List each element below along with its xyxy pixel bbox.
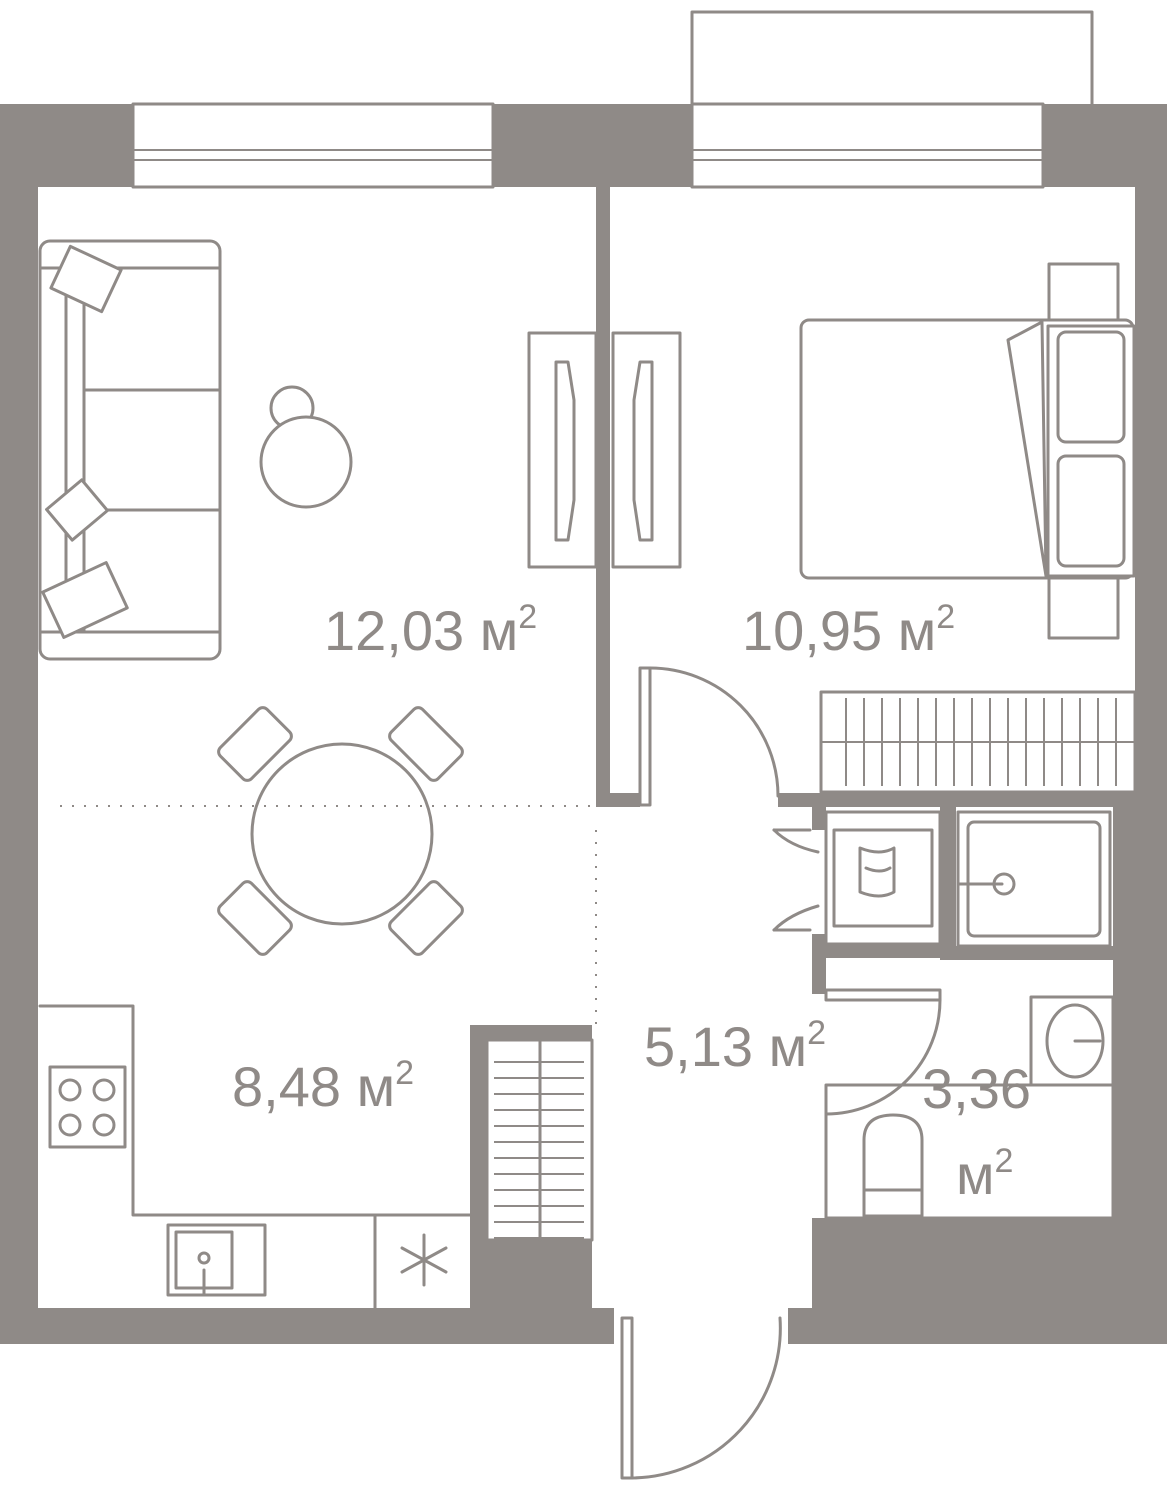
closet-shelves	[494, 1061, 584, 1239]
round-table-icon	[259, 385, 353, 509]
room-area-kitchen: 8,48 м2	[232, 1054, 414, 1118]
toilet-icon	[824, 1083, 1115, 1220]
fridge-icon	[400, 1233, 448, 1287]
door-icon	[620, 1316, 782, 1480]
zone-separator	[60, 805, 597, 1025]
closet-icon	[485, 1038, 594, 1242]
chair-icon	[217, 880, 293, 956]
kitchen-sink-icon	[166, 1223, 267, 1297]
kitchen-counter	[38, 1004, 472, 1310]
washbasin-icon	[1029, 995, 1115, 1087]
window-icon	[131, 102, 495, 189]
wardrobe-icon	[527, 331, 598, 569]
sofa-icon	[38, 239, 222, 661]
door-icon	[772, 828, 820, 932]
inner-walls	[778, 793, 1135, 994]
shower-icon	[956, 810, 1112, 948]
chair-icon	[217, 706, 293, 782]
radiator-fins	[845, 698, 1117, 786]
door-icon	[824, 988, 942, 1116]
room-area-bathroom: 3,36	[922, 1057, 1031, 1120]
chair-icon	[388, 880, 464, 956]
window-icon	[690, 102, 1045, 189]
room-area-bedroom: 10,95 м2	[742, 598, 955, 662]
balcony-icon	[690, 10, 1094, 106]
room-area-bathroom-unit: м2	[956, 1142, 1013, 1206]
washing-machine-icon	[824, 810, 942, 946]
round-table-icon	[250, 742, 434, 926]
room-area-hall: 5,13 м2	[644, 1014, 826, 1078]
radiator-icon	[819, 690, 1137, 794]
outer-walls	[0, 104, 1167, 1344]
room-area-living: 12,03 м2	[324, 598, 537, 662]
chair-icon	[388, 706, 464, 782]
bed-icon	[799, 318, 1136, 580]
door-icon	[638, 666, 780, 807]
stove-icon	[48, 1065, 127, 1149]
wardrobe-icon	[611, 331, 682, 569]
